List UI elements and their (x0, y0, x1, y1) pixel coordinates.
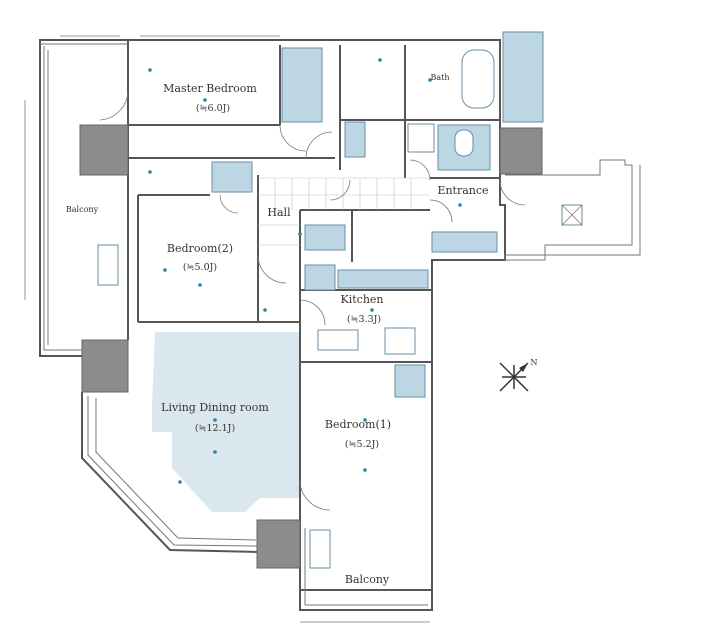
pillar-east (499, 127, 543, 175)
balcony-ac-unit (309, 529, 331, 569)
hall-label: Hall (267, 206, 291, 219)
dimension-ticks (24, 35, 430, 623)
cooktop (384, 327, 416, 355)
hall-tiles (258, 177, 430, 246)
pillar-south (256, 519, 301, 569)
bathtub (461, 49, 495, 109)
bedroom1-size: (≒5.2J) (345, 439, 379, 450)
east-terrace (504, 159, 641, 261)
closet-bedroom1 (394, 364, 426, 398)
kitchen-sink (317, 329, 359, 351)
living-size: (≒12.1J) (195, 423, 235, 434)
bedroom2-size: (≒5.0J) (183, 262, 217, 273)
west-balcony-label: Balcony (66, 205, 99, 214)
kitchen-label: Kitchen (341, 293, 384, 306)
compass-north-label: N (531, 358, 538, 367)
bedroom1-label: Bedroom(1) (325, 418, 391, 431)
closet-bedroom2 (211, 161, 253, 193)
west-ac-unit (97, 244, 119, 286)
kitchen-size: (≒3.3J) (347, 314, 381, 325)
fridge-space (304, 264, 336, 291)
pillar-northwest (79, 124, 129, 176)
washbasin (407, 123, 435, 153)
bath-pillar-shaft (502, 31, 544, 123)
electrical-points (148, 58, 462, 484)
living-floor-area (152, 332, 300, 512)
bedroom2-label: Bedroom(2) (167, 242, 233, 255)
master-bedroom-size: (≒6.0J) (196, 103, 230, 114)
pillar-west (81, 339, 129, 393)
kitchen-counter (337, 269, 429, 289)
west-balcony (39, 39, 128, 357)
shoe-closet (431, 231, 498, 253)
storage-hall (304, 224, 346, 251)
compass-icon: N (499, 358, 538, 392)
interior-walls (128, 45, 500, 520)
south-balcony-label: Balcony (345, 573, 390, 586)
entrance-label: Entrance (437, 184, 488, 197)
laundry-area (344, 121, 366, 158)
toilet (454, 129, 474, 157)
doors (99, 89, 526, 511)
closet-master (281, 47, 323, 123)
master-bedroom-label: Master Bedroom (163, 82, 257, 95)
bath-label: Bath (430, 73, 449, 82)
living-label: Living Dining room (161, 401, 269, 414)
